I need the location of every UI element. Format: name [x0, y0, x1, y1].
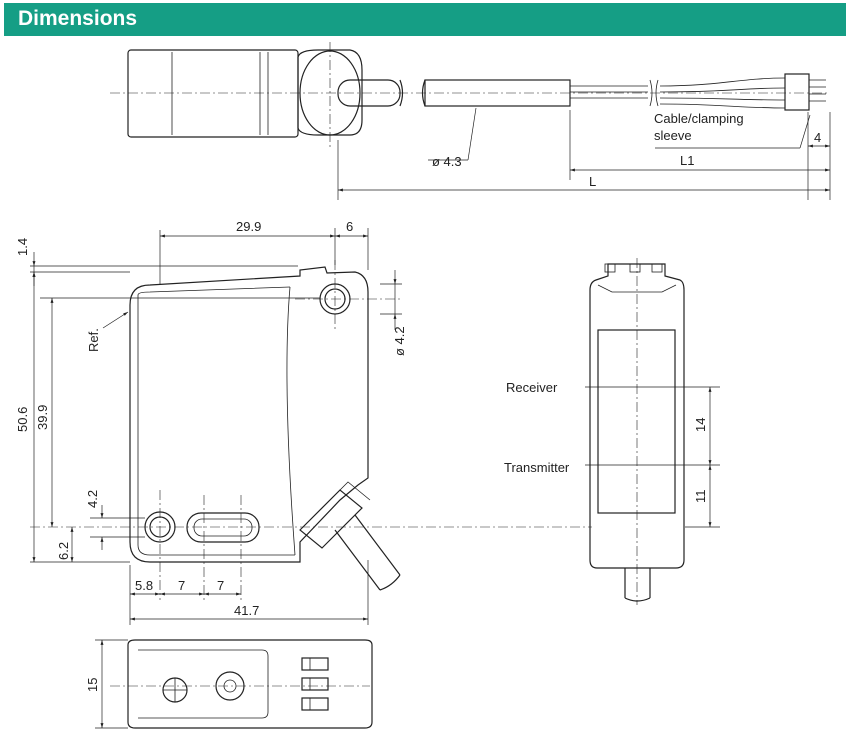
dim-11-label: 11	[693, 490, 708, 504]
top-view-labels: Cable/clamping sleeve ø 4.3 4 L1 L	[432, 111, 821, 189]
ref-label: Ref.	[86, 328, 101, 352]
dim-39-9-label: 39.9	[35, 405, 50, 430]
page-title: Dimensions	[18, 7, 138, 30]
top-view-connector	[784, 73, 810, 111]
dim-5-8-label: 5.8	[135, 578, 153, 593]
dim-29-9-label: 29.9	[236, 219, 261, 234]
top-view	[110, 42, 831, 200]
bottom-view-housing	[127, 639, 373, 729]
side-view	[585, 258, 720, 605]
dim-7b-label: 7	[217, 578, 224, 593]
receiver-label: Receiver	[506, 380, 558, 395]
header-bar: Dimensions	[4, 3, 846, 36]
dim-41-7-label: 41.7	[234, 603, 259, 618]
bottom-view-labels: 15	[85, 678, 100, 692]
side-view-lens	[597, 329, 676, 514]
dim-4-2-label: 4.2	[85, 490, 100, 508]
front-view-labels: 29.9 6 1.4 Ref. 50.6 39.9 ø 4.2 4.2 6.2 …	[15, 219, 407, 618]
dim-7a-label: 7	[178, 578, 185, 593]
transmitter-label: Transmitter	[504, 460, 570, 475]
diameter-label: ø 4.3	[432, 154, 462, 169]
cable-label: Cable/clamping	[654, 111, 744, 126]
top-view-housing	[127, 49, 299, 138]
bottom-view	[95, 639, 373, 729]
dim-l-label: L	[589, 174, 596, 189]
dim-50-6-label: 50.6	[15, 407, 30, 432]
top-view-cable-nut	[297, 49, 363, 136]
dim-4-label: 4	[814, 130, 821, 145]
front-view	[30, 228, 592, 625]
dim-14-label: 14	[693, 418, 708, 432]
dim-6-label: 6	[346, 219, 353, 234]
front-view-housing	[129, 266, 369, 563]
side-view-labels: Receiver Transmitter 14 11	[504, 380, 708, 503]
dim-l1-label: L1	[680, 153, 694, 168]
cable-label-line2: sleeve	[654, 128, 692, 143]
dim-4-2-hole-label: ø 4.2	[392, 326, 407, 356]
dim-6-2-label: 6.2	[56, 542, 71, 560]
dim-1-4-label: 1.4	[15, 238, 30, 256]
side-view-housing	[589, 263, 685, 569]
dim-15-label: 15	[85, 678, 100, 692]
